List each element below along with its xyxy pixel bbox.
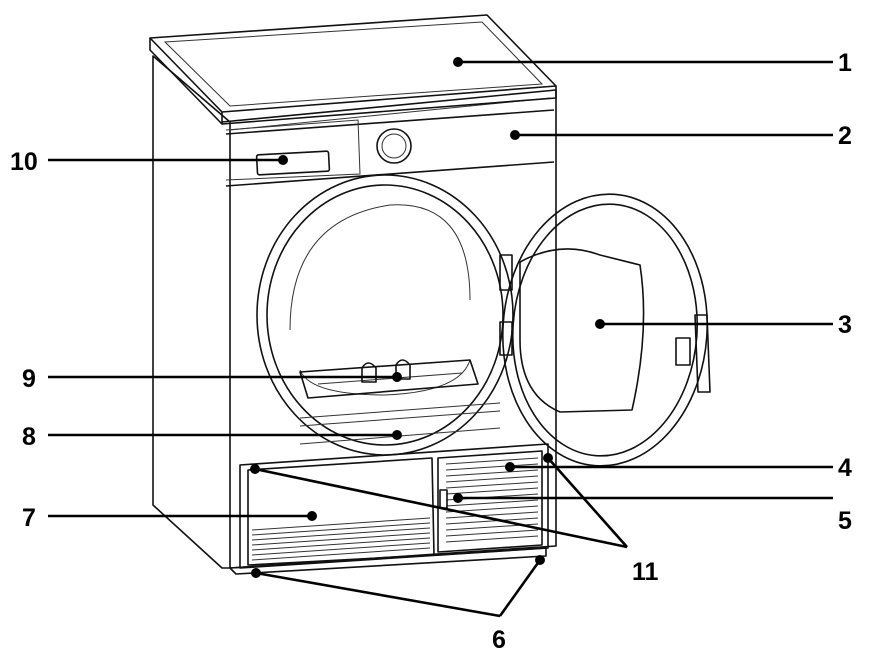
label-7: 7 — [22, 504, 36, 532]
leader-11b — [547, 457, 628, 548]
grille-clip — [439, 489, 448, 509]
leader-6a — [255, 571, 501, 618]
door-hinge-top — [499, 254, 513, 291]
label-5: 5 — [838, 507, 852, 535]
label-4: 4 — [838, 454, 852, 482]
door-hinge-bottom — [499, 321, 513, 356]
label-3: 3 — [838, 311, 852, 339]
label-2: 2 — [838, 122, 852, 150]
plinth — [229, 443, 549, 575]
door — [499, 193, 711, 467]
leader-6b — [498, 559, 542, 617]
label-1: 1 — [838, 49, 852, 77]
label-9: 9 — [22, 365, 36, 393]
water-tank-handle — [255, 150, 331, 176]
label-11: 11 — [632, 558, 659, 586]
door-handle — [694, 314, 711, 393]
control-panel — [225, 109, 555, 187]
filter — [299, 359, 479, 399]
leader-11a — [254, 467, 628, 549]
callout-labels: 1 2 3 4 5 6 7 8 9 10 11 — [10, 49, 852, 654]
door-latch — [675, 337, 691, 366]
side-panel — [152, 55, 231, 569]
label-6: 6 — [492, 626, 506, 654]
top-cover — [149, 14, 557, 125]
label-8: 8 — [22, 423, 36, 451]
label-10: 10 — [10, 148, 38, 176]
leader-lines — [48, 57, 833, 618]
program-knob — [376, 128, 412, 164]
ventilation-grille — [437, 450, 543, 553]
